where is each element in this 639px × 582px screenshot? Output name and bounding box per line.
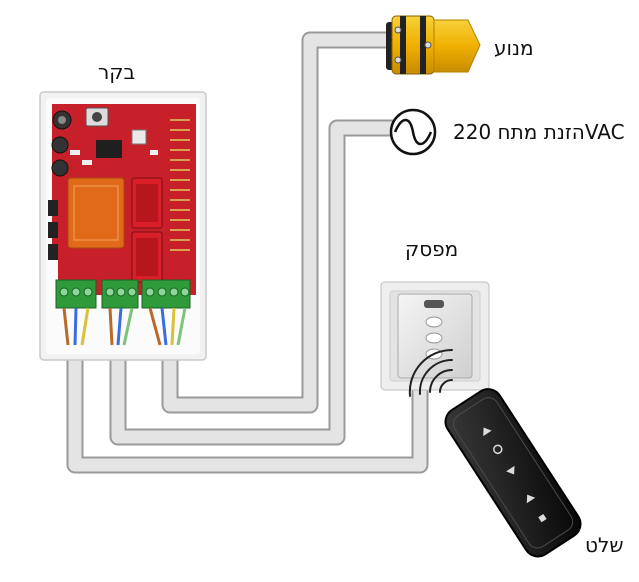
tubular-motor-icon [386, 15, 481, 75]
cables [66, 31, 429, 474]
wall-switch-icon [380, 281, 490, 391]
ac-sine-icon [389, 108, 437, 156]
fuse [48, 200, 58, 216]
fuse [48, 244, 58, 260]
motor-cable [161, 31, 399, 414]
ic-chip [96, 140, 122, 158]
remote-label: שלט [585, 533, 624, 557]
terminal-wires [62, 307, 187, 346]
power-cable [109, 119, 401, 446]
switch-cable [66, 346, 429, 474]
wireless-signal-icon [408, 348, 453, 397]
controller-label: בקר [98, 60, 136, 84]
capacitor [51, 159, 69, 177]
transformer [67, 177, 125, 249]
antenna-coil [170, 119, 190, 251]
motor-label: מנוע [494, 36, 534, 60]
capacitor [51, 136, 69, 154]
remote-control-icon [444, 388, 582, 558]
controller [39, 91, 207, 361]
power-label: הזנת מתח 220VAC [453, 120, 625, 144]
terminal-blocks [55, 279, 191, 309]
fuse [48, 222, 58, 238]
switch-label: מפסק [405, 237, 459, 261]
